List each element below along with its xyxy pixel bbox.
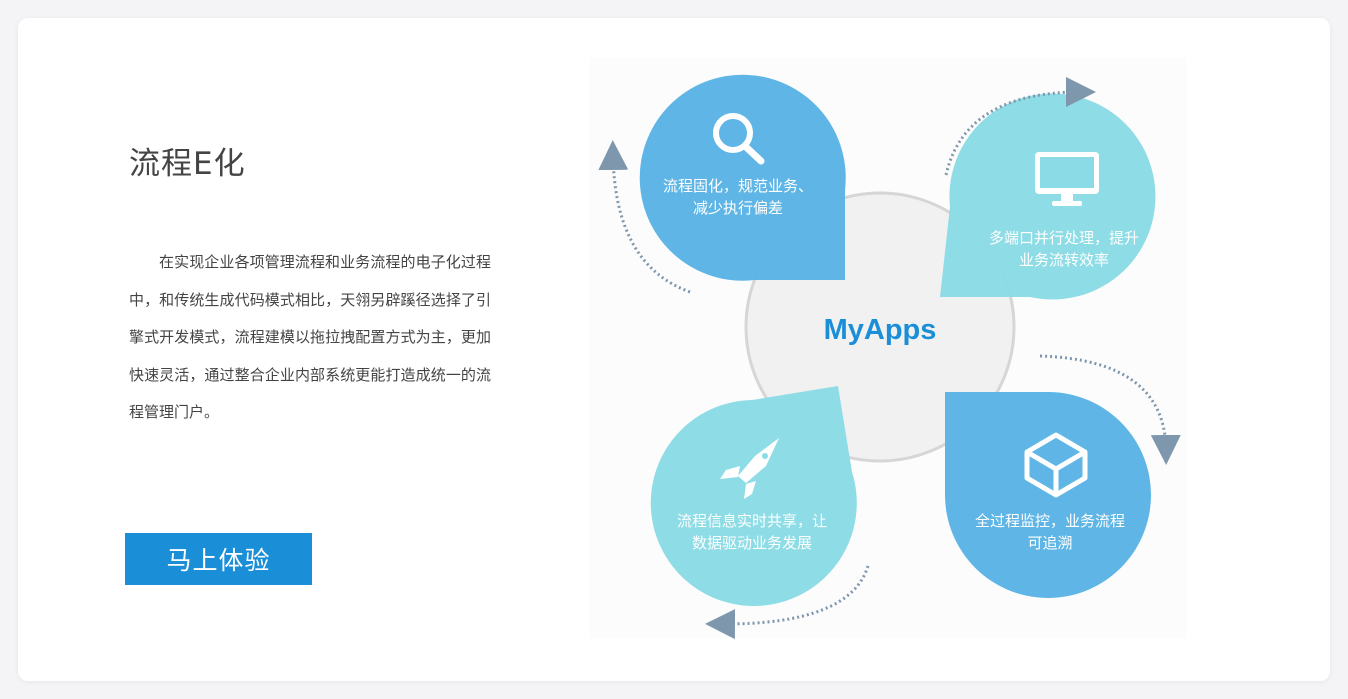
petal-bottom-right	[945, 392, 1151, 598]
petal-text-line: 业务流转效率	[1018, 251, 1109, 269]
cube-icon	[1024, 432, 1088, 498]
section-description: 在实现企业各项管理流程和业务流程的电子化过程中，和传统生成代码模式相比，天翎另辟…	[129, 253, 491, 421]
petal-top-left	[639, 74, 846, 281]
section-title: 流程E化	[129, 146, 246, 182]
petal-text-line: 多端口并行处理，提升	[988, 229, 1139, 247]
petal-text-line: 数据驱动业务发展	[691, 534, 812, 552]
petal-text-line: 流程信息实时共享，让	[676, 512, 827, 530]
petal-text-line: 流程固化，规范业务、	[662, 177, 813, 195]
petal-bottom-left	[650, 386, 857, 606]
rocket-icon	[720, 438, 779, 499]
myapps-diagram	[598, 74, 1181, 640]
arrow-left	[598, 140, 691, 294]
petal-text-top-right: 多端口并行处理，提升 业务流转效率	[972, 227, 1156, 271]
center-label: MyApps	[823, 314, 937, 346]
petal-text-bottom-right: 全过程监控，业务流程 可追溯	[958, 510, 1142, 554]
petal-text-top-left: 流程固化，规范业务、 减少执行偏差	[648, 175, 828, 219]
petal-text-bottom-left: 流程信息实时共享，让 数据驱动业务发展	[660, 510, 844, 554]
try-now-button[interactable]: 马上体验	[125, 533, 312, 585]
petal-text-line: 全过程监控，业务流程	[974, 512, 1125, 530]
arrow-top-right	[944, 77, 1096, 176]
arrow-bottom	[705, 565, 870, 640]
petal-text-line: 减少执行偏差	[692, 199, 783, 217]
petal-text-line: 可追溯	[1027, 534, 1073, 552]
monitor-icon	[1035, 152, 1099, 206]
search-icon	[713, 113, 765, 165]
arrow-right	[1039, 354, 1181, 465]
petal-top-right	[940, 93, 1156, 300]
